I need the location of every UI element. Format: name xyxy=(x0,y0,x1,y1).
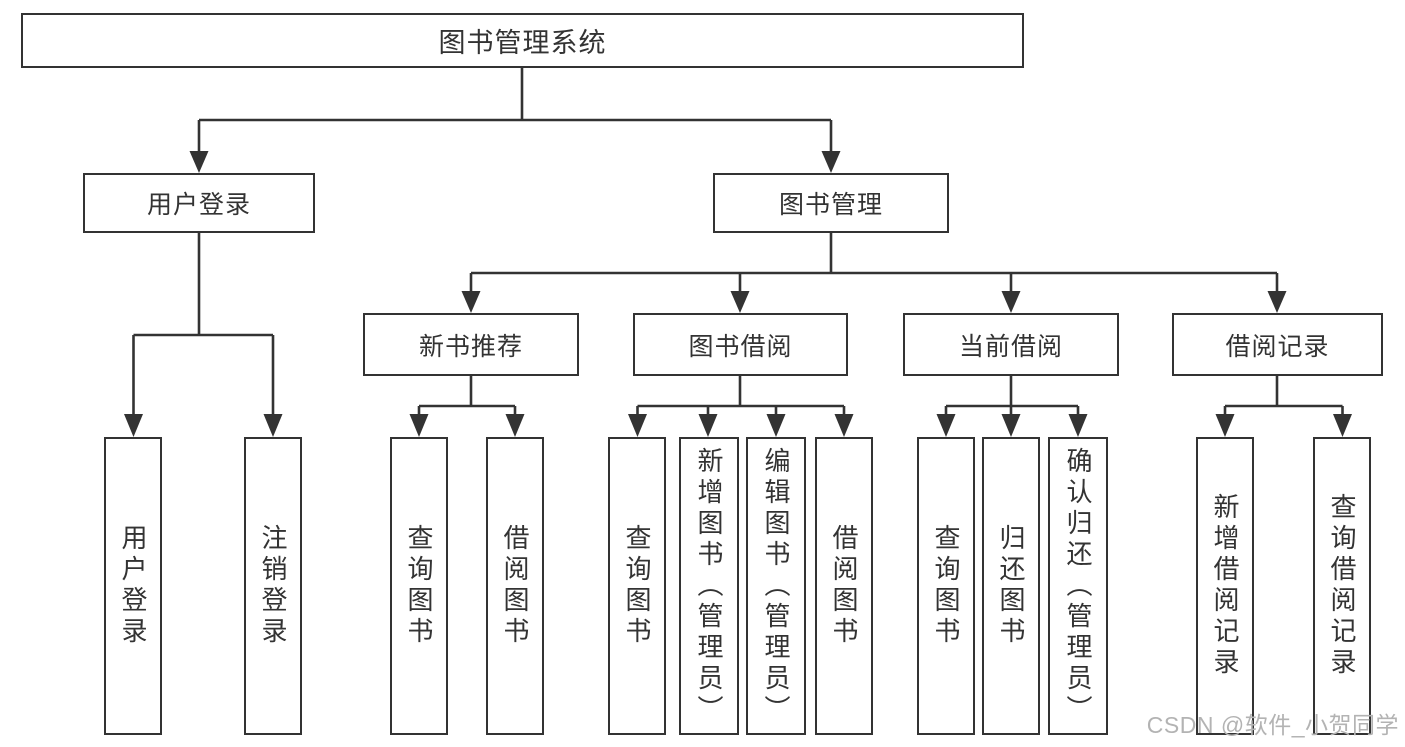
leaf-br-query-record-label: 查询借阅记录 xyxy=(1327,493,1357,679)
node-new-book-recommend: 新书推荐 xyxy=(363,313,579,376)
leaf-logout-label: 注销登录 xyxy=(258,524,288,648)
leaf-bb-edit-book-admin: 编辑图书（管理员） xyxy=(746,437,806,735)
node-root-label: 图书管理系统 xyxy=(438,28,607,58)
leaf-bb-query-book-label: 查询图书 xyxy=(622,524,652,648)
arrowhead xyxy=(936,414,956,437)
arrowhead xyxy=(409,414,429,437)
leaf-cb-return-book: 归还图书 xyxy=(982,437,1040,735)
node-book-borrow-label: 图书借阅 xyxy=(688,332,793,361)
arrowhead xyxy=(263,414,283,437)
leaf-rec-query-book: 查询图书 xyxy=(390,437,448,735)
arrowhead xyxy=(189,151,209,173)
arrowhead xyxy=(124,414,143,437)
arrowhead xyxy=(1267,291,1287,313)
leaf-br-add-record-label: 新增借阅记录 xyxy=(1210,493,1240,679)
node-book-management-label: 图书管理 xyxy=(778,191,883,219)
leaf-br-add-record: 新增借阅记录 xyxy=(1196,437,1254,735)
arrowhead xyxy=(1215,414,1235,437)
leaf-cb-query-book: 查询图书 xyxy=(917,437,975,735)
leaf-bb-borrow-book-label: 借阅图书 xyxy=(829,524,859,648)
arrowhead xyxy=(1001,414,1021,437)
node-current-borrow-label: 当前借阅 xyxy=(958,332,1063,361)
arrowhead xyxy=(834,414,854,437)
node-borrow-records-label: 借阅记录 xyxy=(1225,332,1330,361)
arrowhead xyxy=(698,414,718,437)
node-borrow-records: 借阅记录 xyxy=(1172,313,1383,376)
leaf-cb-confirm-return-admin: 确认归还（管理员） xyxy=(1048,437,1108,735)
leaf-user-login: 用户登录 xyxy=(104,437,162,735)
arrowhead xyxy=(730,291,750,313)
leaf-rec-borrow-book-label: 借阅图书 xyxy=(500,524,530,648)
arrowhead xyxy=(628,414,647,437)
leaf-rec-query-book-label: 查询图书 xyxy=(404,524,434,648)
node-new-book-recommend-label: 新书推荐 xyxy=(418,332,523,361)
leaf-bb-borrow-book: 借阅图书 xyxy=(815,437,873,735)
arrowhead xyxy=(1333,414,1352,437)
arrowhead xyxy=(505,414,525,437)
node-root: 图书管理系统 xyxy=(21,13,1024,68)
leaf-br-query-record: 查询借阅记录 xyxy=(1313,437,1371,735)
arrowhead xyxy=(821,151,841,173)
leaf-cb-confirm-return-admin-label: 确认归还（管理员） xyxy=(1063,446,1093,726)
leaf-rec-borrow-book: 借阅图书 xyxy=(486,437,544,735)
node-book-borrow: 图书借阅 xyxy=(633,313,848,376)
leaf-bb-add-book-admin: 新增图书（管理员） xyxy=(679,437,739,735)
leaf-bb-query-book: 查询图书 xyxy=(608,437,666,735)
leaf-bb-add-book-admin-label: 新增图书（管理员） xyxy=(694,446,724,726)
arrowhead xyxy=(766,414,786,437)
arrowhead xyxy=(1068,414,1088,437)
node-user-login-label: 用户登录 xyxy=(146,191,251,219)
leaf-cb-return-book-label: 归还图书 xyxy=(996,524,1026,648)
node-current-borrow: 当前借阅 xyxy=(903,313,1119,376)
leaf-cb-query-book-label: 查询图书 xyxy=(931,524,961,648)
leaf-user-login-label: 用户登录 xyxy=(118,524,148,648)
arrowhead xyxy=(461,291,481,313)
node-book-management: 图书管理 xyxy=(713,173,949,233)
leaf-logout: 注销登录 xyxy=(244,437,302,735)
arrowhead xyxy=(1001,291,1021,313)
node-user-login: 用户登录 xyxy=(83,173,315,233)
leaf-bb-edit-book-admin-label: 编辑图书（管理员） xyxy=(761,446,791,726)
